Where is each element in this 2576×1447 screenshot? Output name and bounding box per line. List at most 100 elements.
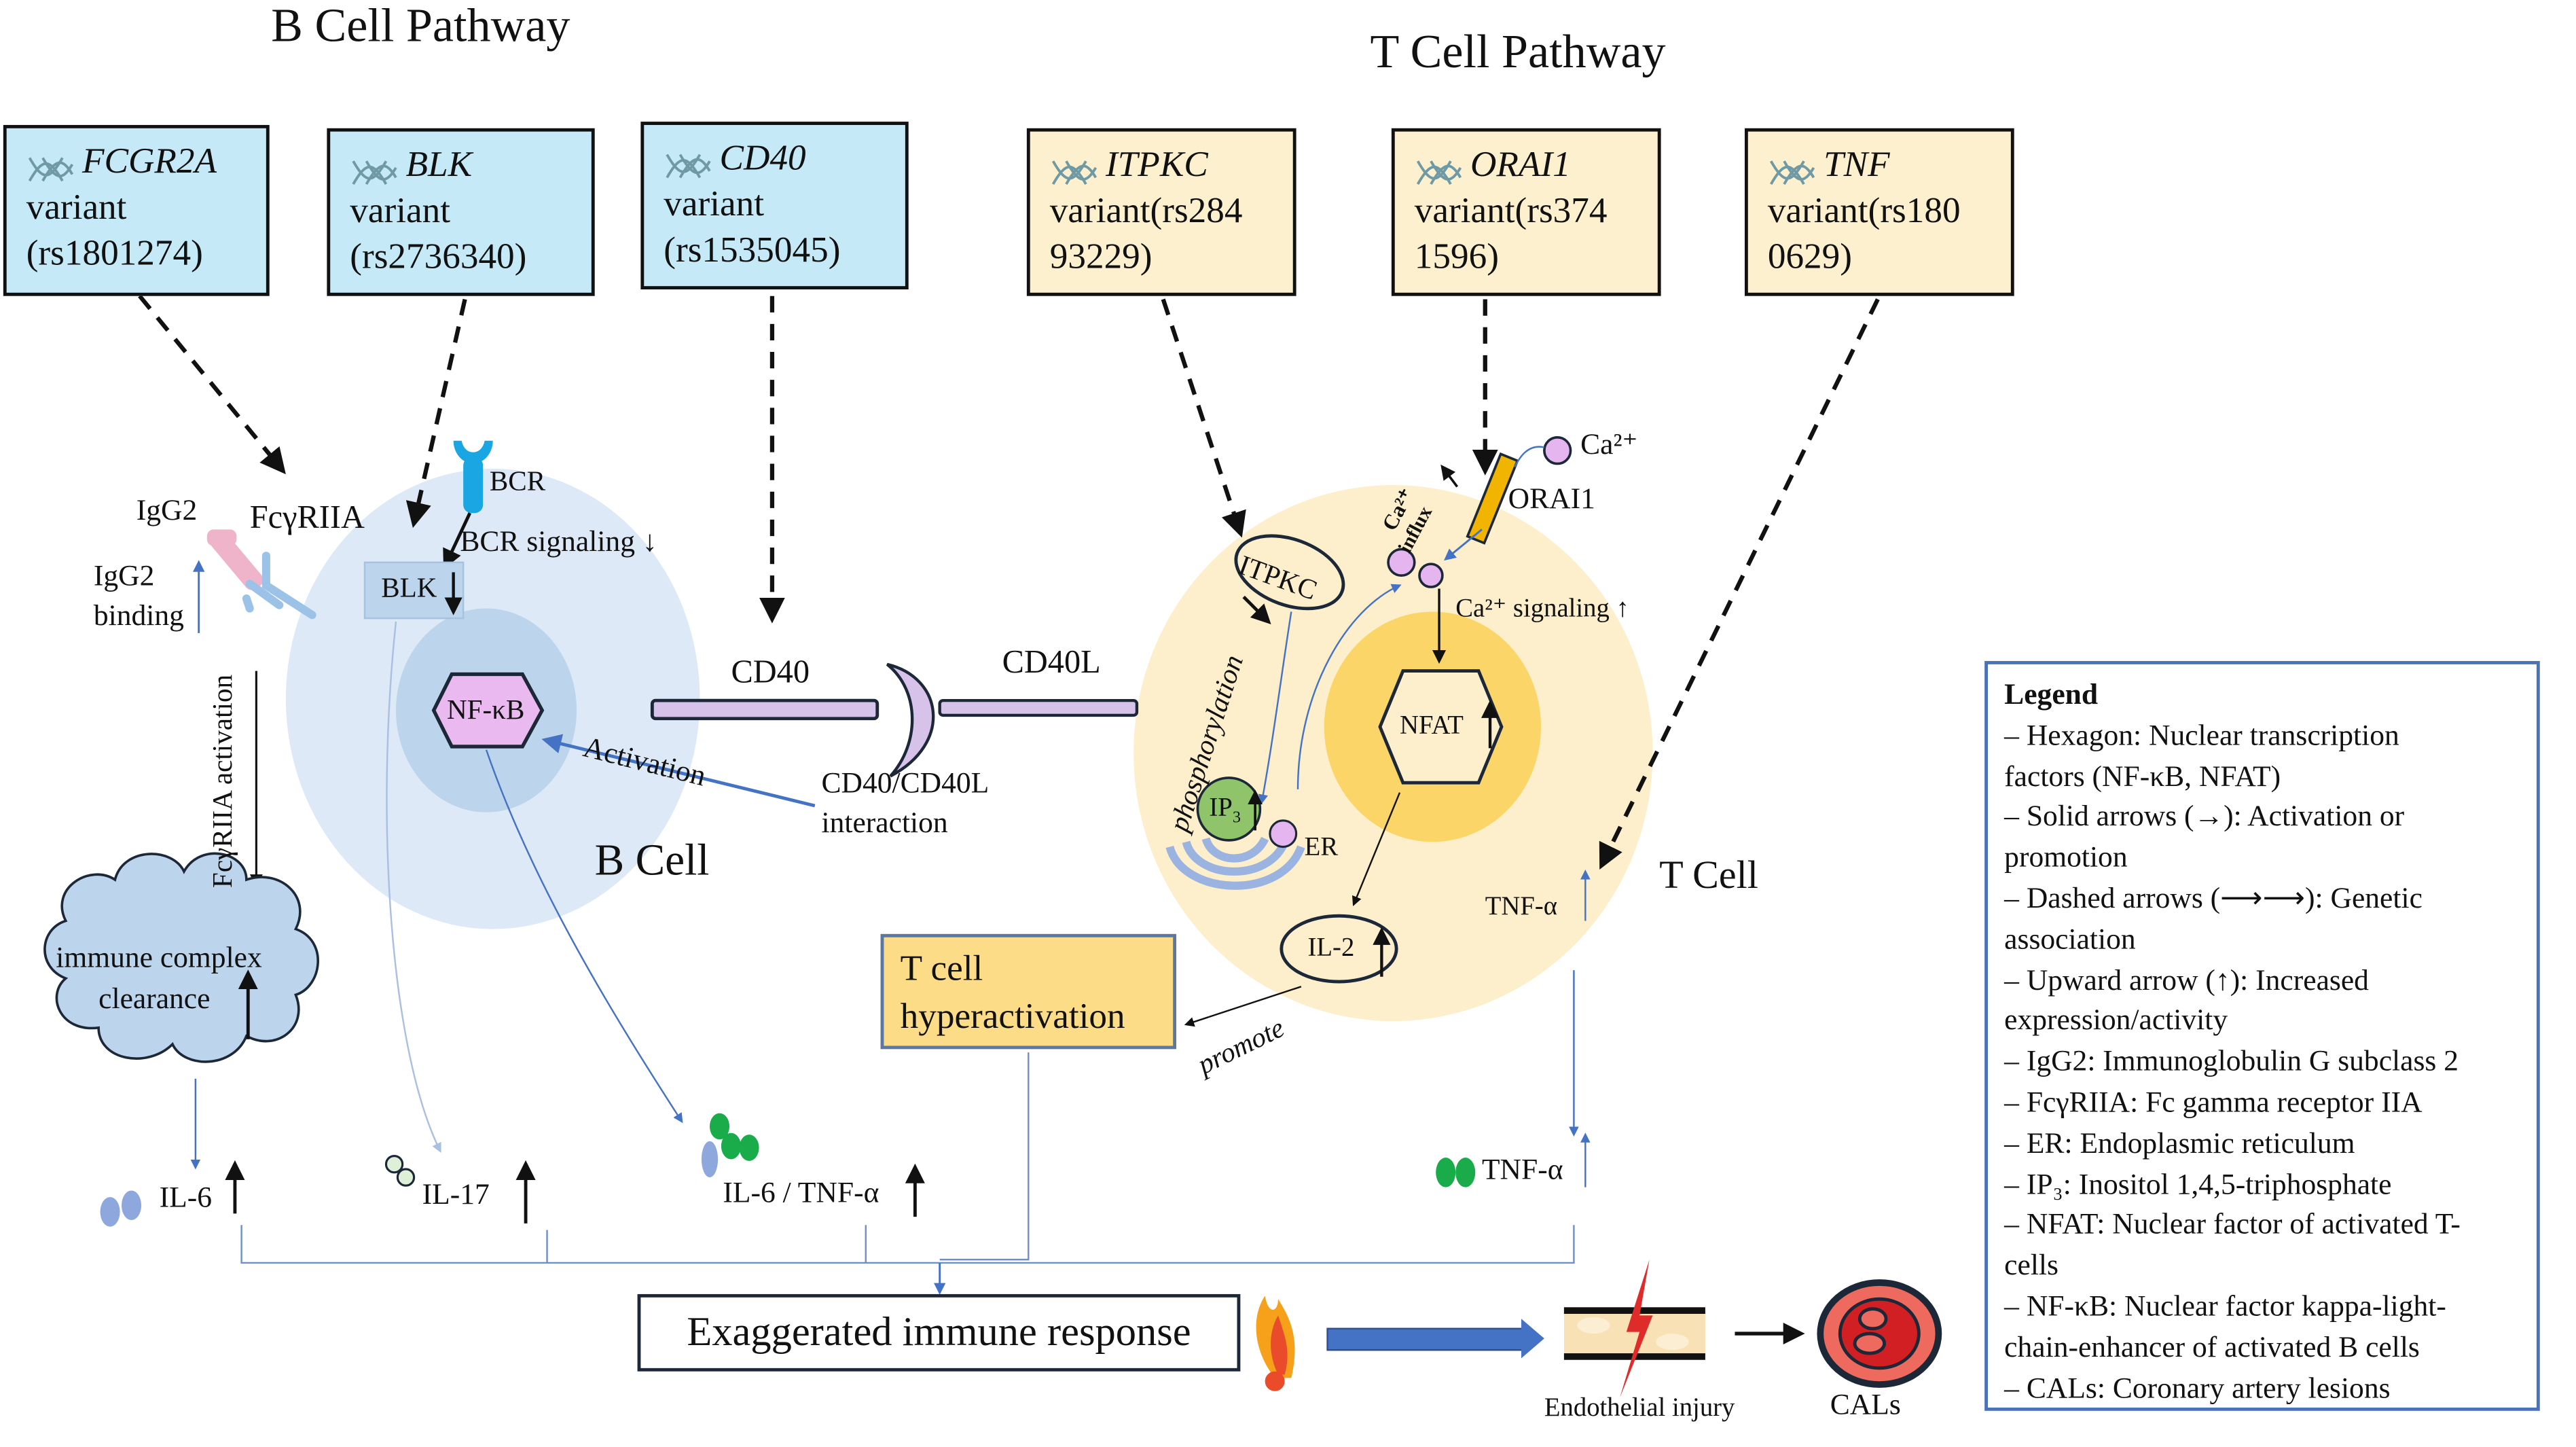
gene-box-tnf: TNF variant(rs180 0629) [1744,128,2014,296]
legend-line: promotion [2004,840,2128,874]
t-pathway-title: T Cell Pathway [1370,26,1666,79]
il2-circle [1280,914,1398,984]
dashed-arrow-itpkc [1161,298,1246,538]
tnf-label: TNF-α [1481,1152,1563,1186]
variant-rsid: 93229) [1049,235,1153,276]
dna-icon [1768,153,1817,185]
nfkb-to-il6tnf-arrow [485,749,683,1124]
ca-ion-icon [1418,562,1444,588]
ca-entry-curve [1514,446,1545,467]
variant-label: variant [26,185,127,228]
variant-label: variant [664,182,765,224]
igg2-label: IgG2 [136,493,198,526]
legend-line: – Hexagon: Nuclear transcription [2004,718,2399,751]
variant-label: variant(rs180 [1767,189,1961,230]
clearance-label-1: immune complex [56,940,262,973]
gene-box-fcgr2a: FCGR2A variant (rs1801274) [3,124,270,296]
legend-line: – Upward arrow (↑): Increased [2004,963,2369,996]
cd40l-bar [938,698,1139,717]
er-ca-ion-icon [1269,819,1298,848]
cd40l-crescent-icon [886,662,935,778]
er-label: ER [1304,834,1339,862]
legend-line: – Dashed arrows (⟶⟶): Genetic [2004,881,2423,914]
itpkc-to-ip3-arrow [1258,611,1292,805]
il6-tnf-molecule-icon [701,1113,759,1178]
nfkb-hexagon [431,672,545,749]
fcgr2a-receptor-icon [242,552,316,620]
gene-name: BLK [405,143,473,185]
variant-rsid: 0629) [1767,235,1853,276]
nfat-to-il2-arrow [1352,792,1401,906]
ca-ion-label: Ca²⁺ [1580,427,1638,461]
progression-arrow-shaft [1326,1327,1526,1351]
itpkc-ellipse [1234,534,1345,611]
cals-label: CALs [1830,1387,1901,1421]
legend-line: – IgG2: Immunoglobulin G subclass 2 [2004,1044,2459,1077]
collector-line [939,1225,1575,1264]
tnf-inside-label: TNF-α [1485,893,1558,921]
dashed-arrow-fcgr2a [138,294,286,475]
variant-label: variant(rs284 [1049,189,1243,230]
nfkb-label: NF-κB [446,694,525,726]
variant-rsid: (rs2736340) [350,235,527,276]
igg2-icon [206,529,264,590]
exaggerated-immune-response-box: Exaggerated immune response [637,1293,1241,1372]
tnf-molecule-icon [1436,1158,1476,1187]
gene-name: TNF [1824,143,1890,185]
il2-label: IL-2 [1307,933,1355,962]
collector-line [240,1225,940,1264]
legend-line: chain-enhancer of activated B cells [2004,1329,2420,1363]
ip3-sphere-icon [1196,776,1262,842]
il17-molecule-icon [384,1155,416,1187]
ip3-subscript: 3 [1232,809,1241,827]
ca-ion-icon [1387,548,1416,577]
cd40l-label: CD40L [1002,644,1101,681]
dna-icon [664,146,713,179]
il6-tnf-label: IL-6 / TNF-α [723,1175,879,1209]
phosphorylation-arrow [1242,595,1271,625]
legend-line: – CALs: Coronary artery lesions [2004,1370,2391,1404]
legend-line: association [2004,922,2136,955]
hyperactivation-line-2: hyperactivation [900,995,1125,1036]
legend-title: Legend [2004,677,2099,711]
nfat-hexagon [1378,669,1504,785]
gene-box-cd40: CD40 variant (rs1535045) [640,122,909,290]
gene-name: FCGR2A [81,139,217,181]
gene-name: ITPKC [1105,143,1208,185]
dna-icon [1050,153,1100,185]
endothelium-icon [1563,1260,1705,1398]
b-cell-label: B Cell [594,835,710,885]
legend-line: – FcγRIIA: Fc gamma receptor IIA [2004,1085,2423,1118]
variant-label: variant(rs374 [1414,189,1608,230]
collector-line [939,1052,1030,1261]
dashed-arrow-blk [405,298,467,529]
igg2-binding-label-2: binding [93,599,184,632]
variant-rsid: 1596) [1414,235,1499,276]
legend-line: – NF-κB: Nuclear factor kappa-light- [2004,1289,2446,1322]
il6-label: IL-6 [159,1180,213,1214]
fire-icon [1256,1296,1295,1391]
variant-label: variant [350,189,451,230]
dashed-arrow-tnf [1599,298,1880,870]
ip3-text: IP [1209,794,1233,823]
gene-box-orai1: ORAI1 variant(rs374 1596) [1391,128,1661,296]
ip3-to-ca-arrow [1296,584,1402,789]
legend-line: – IP₃: Inositol 1,4,5-triphosphate [2004,1166,2392,1200]
activation-arrow [541,734,816,808]
er-icon [1165,836,1305,890]
ca-influx-up-arrow [1440,464,1459,488]
variant-rsid: (rs1535045) [664,228,841,270]
dna-icon [1415,153,1464,185]
legend-box: Legend – Hexagon: Nuclear transcription … [1984,661,2540,1411]
cd40-receptor-bar [650,698,879,721]
clearance-label-2: clearance [98,982,211,1015]
cals-vessel-icon [1817,1279,1942,1388]
il6-molecule-icon [100,1190,142,1227]
gene-name: ORAI1 [1470,143,1571,185]
bcr-arrow [443,512,472,569]
hyperactivation-line-1: T cell [900,947,983,988]
blk-label: BLK [381,572,437,604]
gene-name: CD40 [719,136,806,178]
orai-to-ca-arrow [1444,529,1483,561]
